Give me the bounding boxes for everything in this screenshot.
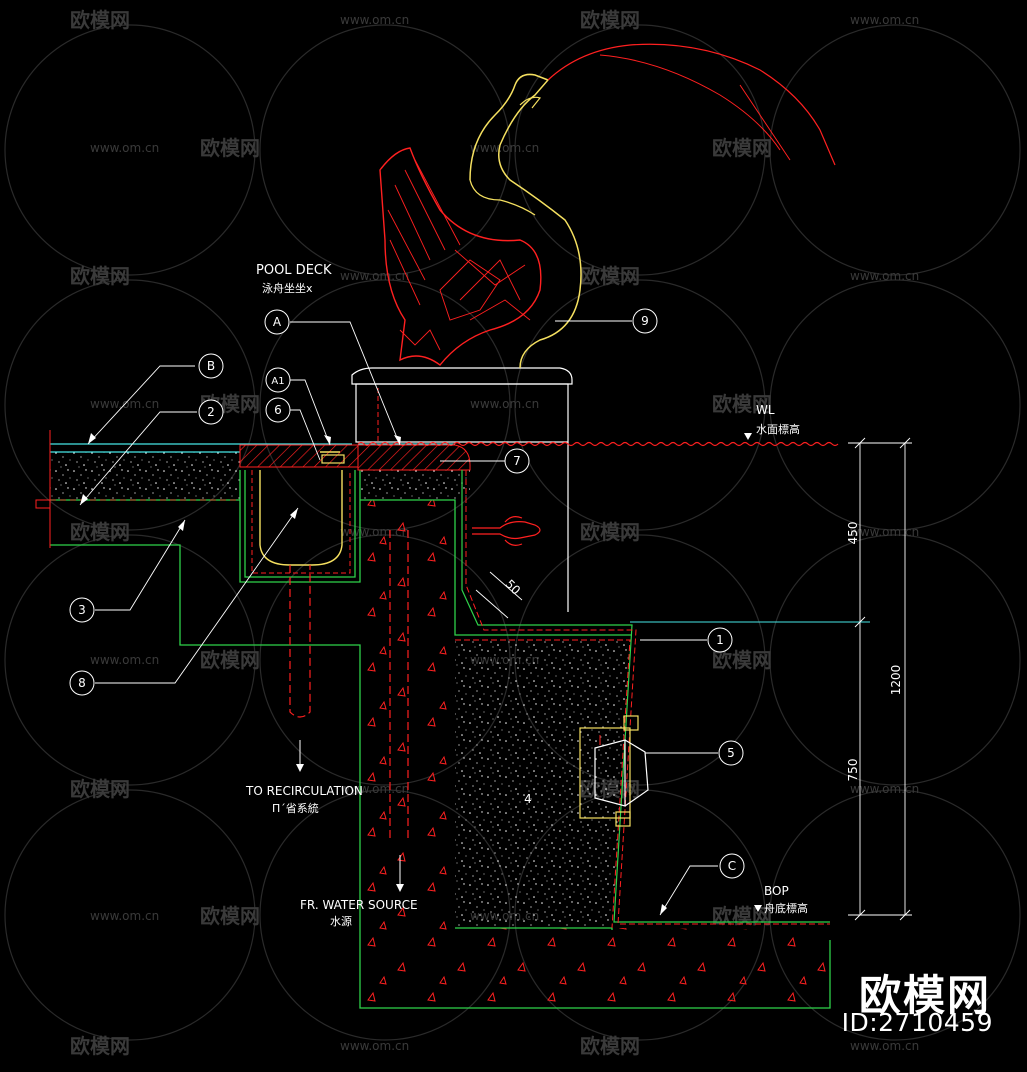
callout-group: A A1 B 2 6 7 9 3 8 1 5C 4 bbox=[69, 308, 745, 879]
level-markers bbox=[744, 433, 762, 912]
recirculation-cn-label: П´省系統 bbox=[272, 801, 319, 815]
callout-a: A bbox=[264, 309, 290, 335]
watermark-brand-text: 欧模网 bbox=[580, 264, 640, 288]
watermark-brand-text: 欧模网 bbox=[70, 520, 130, 544]
svg-text:1: 1 bbox=[716, 633, 724, 647]
swan-sculpture bbox=[379, 43, 836, 369]
concrete-fill bbox=[50, 452, 830, 1008]
callout-c: C bbox=[719, 853, 745, 879]
watermark-brand-text: 欧模网 bbox=[580, 520, 640, 544]
svg-text:4: 4 bbox=[524, 792, 532, 806]
watermark-brand-text: 欧模网 bbox=[200, 648, 260, 672]
watermark-site-text: www.om.cn bbox=[340, 1039, 409, 1053]
watermark-site-text: www.om.cn bbox=[90, 653, 159, 667]
watermark-brand-text: 欧模网 bbox=[580, 1034, 640, 1058]
watermark-site-text: www.om.cn bbox=[340, 13, 409, 27]
watermark-site-text: www.om.cn bbox=[850, 525, 919, 539]
callout-2: 2 bbox=[198, 399, 224, 425]
watermark-brand-text: 欧模网 bbox=[200, 904, 260, 928]
callout-8: 8 bbox=[69, 670, 95, 696]
bop-label: BOP bbox=[764, 884, 789, 898]
svg-text:8: 8 bbox=[78, 676, 86, 690]
watermark-brand-text: 欧模网 bbox=[70, 8, 130, 32]
dim-total: 1200 bbox=[889, 665, 903, 696]
callout-a1: A1 bbox=[265, 367, 291, 393]
watermark-site-text: www.om.cn bbox=[470, 397, 539, 411]
water-source-pipe bbox=[389, 530, 409, 892]
water-source-cn-label: 水源 bbox=[330, 914, 352, 928]
wl-label: WL bbox=[756, 403, 775, 417]
watermark-brand-text: 欧模网 bbox=[70, 777, 130, 801]
dim-upper: 450 bbox=[846, 522, 860, 545]
svg-text:2: 2 bbox=[207, 405, 215, 419]
watermark-site-text: www.om.cn bbox=[850, 1039, 919, 1053]
svg-text:A: A bbox=[273, 315, 282, 329]
watermark-brand-text: 欧模网 bbox=[70, 1034, 130, 1058]
water-source-label: FR. WATER SOURCE bbox=[300, 898, 418, 912]
sculpture-pedestal bbox=[351, 367, 573, 612]
watermark-site-text: www.om.cn bbox=[850, 13, 919, 27]
dim-lower: 750 bbox=[846, 759, 860, 782]
callout-7: 7 bbox=[504, 448, 530, 474]
water-level-line bbox=[357, 441, 839, 447]
svg-text:C: C bbox=[728, 859, 736, 873]
callout-6: 6 bbox=[265, 397, 291, 423]
underwater-light bbox=[579, 715, 649, 827]
watermark-brand-text: 欧模网 bbox=[200, 136, 260, 160]
structure-outline bbox=[50, 470, 831, 1009]
recirculation-label: TO RECIRCULATION bbox=[245, 784, 363, 798]
watermark-brand-text: 欧模网 bbox=[712, 136, 772, 160]
callout-3: 3 bbox=[69, 597, 95, 623]
watermark-site-text: www.om.cn bbox=[90, 141, 159, 155]
dimension-lines bbox=[475, 437, 912, 921]
watermark-id: ID:2710459 bbox=[841, 1008, 993, 1037]
watermark-site-text: www.om.cn bbox=[850, 782, 919, 796]
watermark-site-text: www.om.cn bbox=[340, 269, 409, 283]
watermark-brand: 欧模网 bbox=[858, 971, 991, 1020]
callout-b: B bbox=[198, 353, 224, 379]
svg-text:5: 5 bbox=[727, 746, 735, 760]
watermark-brand-text: 欧模网 bbox=[712, 392, 772, 416]
watermark-brand-text: 欧模网 bbox=[580, 8, 640, 32]
coping-stone bbox=[239, 444, 471, 471]
callout-5: 5 bbox=[718, 740, 744, 766]
svg-text:3: 3 bbox=[78, 603, 86, 617]
watermark-site-text: www.om.cn bbox=[90, 909, 159, 923]
leader-arrows bbox=[80, 433, 667, 915]
svg-text:7: 7 bbox=[513, 454, 521, 468]
dim-slope: 50 bbox=[502, 577, 523, 598]
svg-text:6: 6 bbox=[274, 403, 282, 417]
watermark-brand-text: 欧模网 bbox=[70, 264, 130, 288]
svg-text:9: 9 bbox=[641, 314, 649, 328]
svg-text:B: B bbox=[207, 359, 215, 373]
overflow-gutter bbox=[251, 470, 351, 772]
bop-cn-label: 舟底標高 bbox=[764, 901, 808, 915]
callout-leaders bbox=[79, 320, 718, 916]
svg-text:A1: A1 bbox=[271, 376, 284, 387]
callout-4: 4 bbox=[524, 792, 532, 806]
pool-deck-label: POOL DECK bbox=[256, 263, 332, 278]
watermark-site-text: www.om.cn bbox=[850, 269, 919, 283]
watermark-site-text: www.om.cn bbox=[470, 141, 539, 155]
inlet-fitting bbox=[472, 516, 541, 546]
callout-1: 1 bbox=[707, 627, 733, 653]
pool-deck-cn-label: 泳舟坐坐x bbox=[262, 281, 313, 295]
callout-9: 9 bbox=[632, 308, 658, 334]
wl-cn-label: 水面標高 bbox=[756, 422, 800, 436]
